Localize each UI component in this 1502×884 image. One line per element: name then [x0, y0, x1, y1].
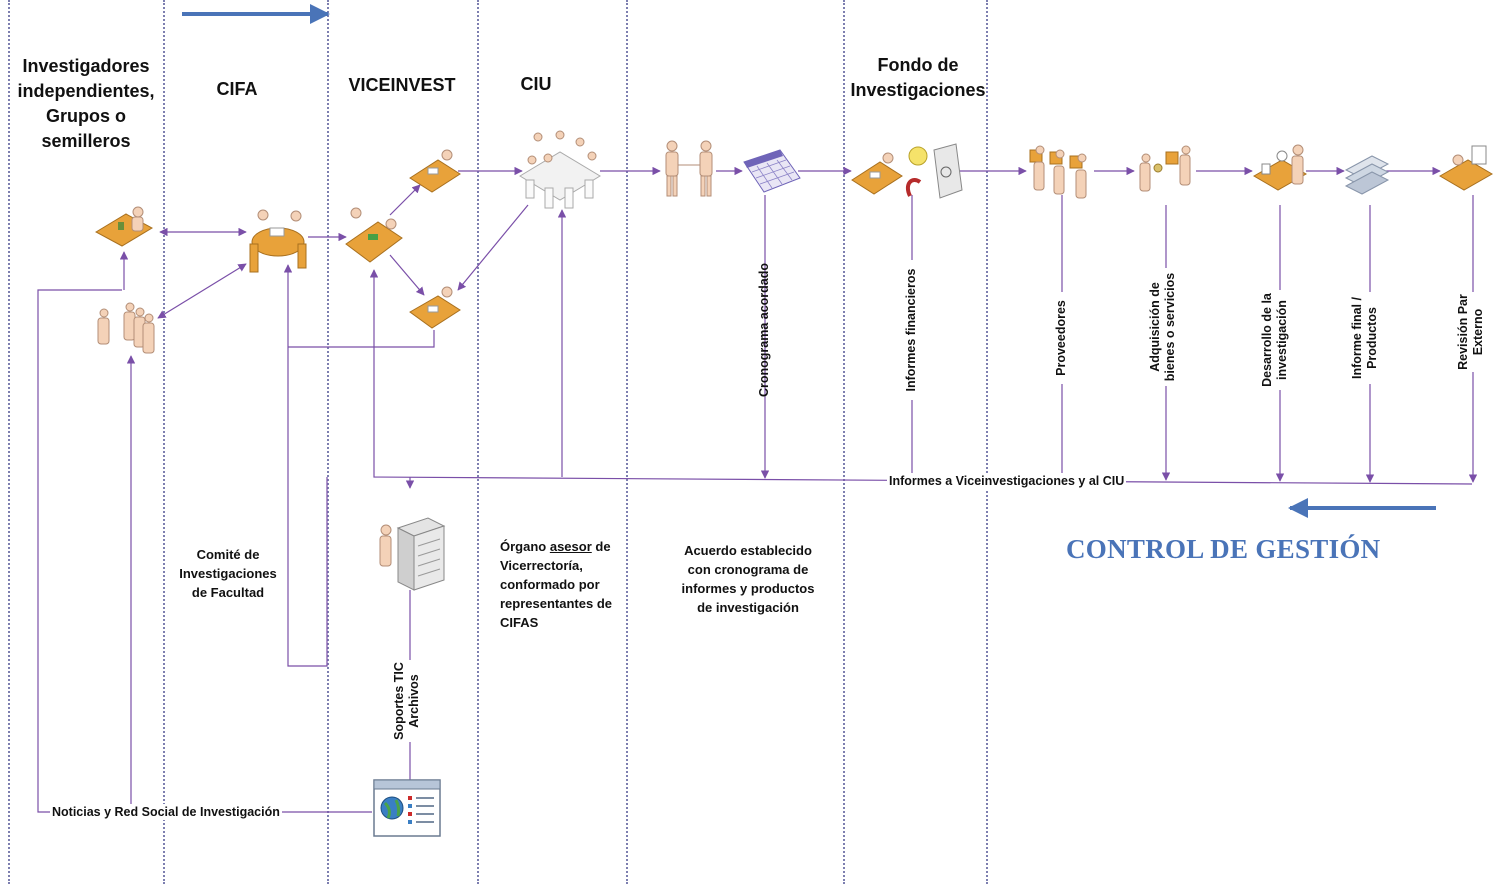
researcher-desk-icon [94, 206, 154, 247]
lane-title-ciu: CIU [520, 74, 552, 94]
label-soportes: Soportes TIC Archivos [392, 660, 428, 742]
evaluator-desk-icon [409, 286, 461, 329]
lane-divider [8, 0, 10, 884]
calendar-icon [743, 149, 801, 193]
lane-divider [327, 0, 329, 884]
providers-group-icon [1029, 145, 1087, 199]
external-reviewer-icon [1439, 145, 1493, 191]
viceinvest-desk-icon [345, 207, 403, 263]
lane-divider [626, 0, 628, 884]
documents-stack-icon [1344, 155, 1390, 195]
note-acuerdo: Acuerdo establecido con cronograma de in… [681, 543, 815, 615]
label-adquisicion: Adquisición de bienes o servicios [1148, 268, 1184, 386]
label-proveedores: Proveedores [1054, 292, 1069, 384]
note-cifa: Comité de Investigaciones de Facultad [179, 547, 277, 600]
label-desarrollo: Desarrollo de la investigación [1260, 290, 1296, 390]
lane-divider [843, 0, 845, 884]
lane-title-cifa: CIFA [216, 79, 258, 99]
ciu-meeting-icon [519, 130, 601, 209]
label-cronograma: Cronograma acordado [757, 262, 771, 398]
lane-title-fondo: Fondo de Investigaciones [850, 55, 986, 100]
web-portal-icon [373, 779, 441, 837]
lab-research-icon [1253, 144, 1307, 191]
label-revision: Revisión Par Externo [1456, 292, 1492, 372]
lane-title-investigadores: Investigadores independientes, Grupos o … [17, 56, 155, 151]
label-informe-final: Informe final / Productos [1350, 292, 1386, 384]
purchase-icon [1139, 145, 1191, 192]
label-noticias: Noticias y Red Social de Investigación [50, 804, 282, 820]
reviewer-desk-icon [409, 149, 461, 193]
label-informes-financieros: Informes financieros [904, 260, 919, 400]
lane-divider [477, 0, 479, 884]
handshake-icon [665, 140, 713, 197]
lane-divider [163, 0, 165, 884]
people-group-icon [97, 302, 155, 354]
server-archive-icon [379, 517, 446, 591]
money-safe-icon [905, 143, 963, 199]
note-ciu: Órgano asesor de Vicerrectoría, conforma… [500, 539, 612, 630]
fund-office-icon [851, 152, 903, 195]
lane-title-viceinvest: VICEINVEST [348, 75, 456, 95]
lane-divider [986, 0, 988, 884]
label-informes-vice: Informes a Viceinvestigaciones y al CIU [887, 473, 1127, 489]
control-de-gestion-title: CONTROL DE GESTIÓN [1066, 534, 1381, 564]
committee-meeting-icon [249, 209, 307, 273]
